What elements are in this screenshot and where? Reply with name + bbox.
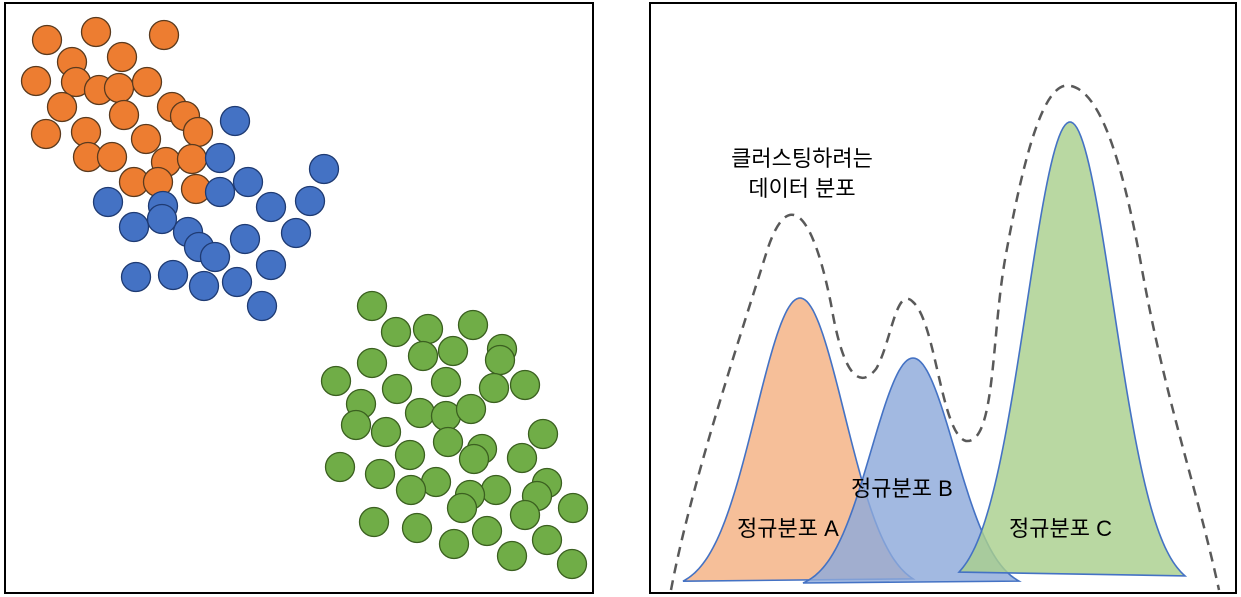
scatter-panel: [4, 2, 594, 594]
cluster-b-point: [92, 186, 124, 218]
cluster-b-point: [294, 185, 326, 217]
cluster-c-point: [437, 335, 469, 367]
cluster-c-point: [407, 340, 439, 372]
cluster-c-point: [509, 499, 541, 531]
cluster-c-point: [404, 397, 436, 429]
cluster-a-point: [131, 66, 163, 98]
cluster-c-point: [458, 443, 490, 475]
cluster-b-point: [118, 211, 150, 243]
cluster-c-point: [381, 373, 413, 405]
cluster-c-point: [358, 506, 390, 538]
cluster-c-point: [401, 512, 433, 544]
cluster-b-point: [199, 241, 231, 273]
cluster-c-point: [340, 409, 372, 441]
cluster-c-point: [412, 313, 444, 345]
cluster-c-point: [395, 474, 427, 506]
distribution-plot: [669, 84, 1221, 591]
cluster-c-point: [557, 492, 589, 524]
normal-curve-c: [957, 121, 1188, 577]
cluster-a-point: [31, 24, 63, 56]
mixture-caption: 클러스팅하려는 데이터 분포: [707, 144, 897, 204]
label-normal-c: 정규분포 C: [1009, 516, 1112, 541]
cluster-a-point: [108, 99, 140, 131]
cluster-c-point: [556, 548, 588, 580]
cluster-a-point: [96, 141, 128, 173]
cluster-c-point: [484, 344, 516, 376]
cluster-b-point: [308, 153, 340, 185]
mixture-envelope-curve: [669, 84, 1221, 591]
cluster-c-point: [527, 418, 559, 450]
cluster-c-point: [432, 426, 464, 458]
cluster-c-point: [394, 439, 426, 471]
caption-line-1: 클러스팅하려는: [731, 146, 873, 171]
cluster-a-point: [106, 41, 138, 73]
cluster-c-point: [531, 524, 563, 556]
cluster-c-point: [506, 442, 538, 474]
cluster-b-point: [146, 203, 178, 235]
cluster-b-point: [246, 290, 278, 322]
cluster-c-point: [320, 365, 352, 397]
cluster-b-point: [120, 261, 152, 293]
cluster-c-point: [380, 316, 412, 348]
cluster-b-point: [219, 105, 251, 137]
cluster-c-point: [455, 393, 487, 425]
cluster-c-point: [471, 515, 503, 547]
cluster-a-point: [130, 123, 162, 155]
cluster-c-point: [446, 492, 478, 524]
scatter-plot: [20, 16, 589, 580]
cluster-c-point: [430, 400, 462, 432]
cluster-b-point: [229, 223, 261, 255]
cluster-c-point: [324, 451, 356, 483]
cluster-b-point: [232, 166, 264, 198]
cluster-b-point: [255, 249, 287, 281]
cluster-c-point: [457, 309, 489, 341]
cluster-a-point: [30, 118, 62, 150]
cluster-c-point: [370, 416, 402, 448]
cluster-a-point: [182, 116, 214, 148]
cluster-b-point: [204, 176, 236, 208]
label-normal-a: 정규분포 A: [737, 516, 839, 541]
cluster-a-point: [148, 19, 180, 51]
caption-line-2: 데이터 분포: [748, 176, 856, 201]
cluster-c-point: [478, 372, 510, 404]
distribution-panel: 클러스팅하려는 데이터 분포 정규분포 A 정규분포 B 정규분포 C: [649, 2, 1237, 594]
cluster-b-point: [157, 259, 189, 291]
cluster-b-point: [204, 142, 236, 174]
cluster-c-point: [509, 369, 541, 401]
cluster-a-point: [176, 143, 208, 175]
cluster-c-point: [356, 290, 388, 322]
cluster-c-point: [430, 366, 462, 398]
cluster-b-point: [221, 266, 253, 298]
cluster-a-point: [46, 91, 78, 123]
cluster-a-point: [103, 72, 135, 104]
cluster-a-point: [80, 16, 112, 48]
cluster-c-point: [356, 347, 388, 379]
cluster-a-point: [20, 65, 52, 97]
cluster-b-point: [280, 217, 312, 249]
cluster-b-point: [188, 270, 220, 302]
cluster-c-point: [496, 540, 528, 572]
cluster-c-point: [480, 474, 512, 506]
cluster-b-point: [255, 191, 287, 223]
label-normal-b: 정규분포 B: [851, 476, 953, 501]
cluster-c-point: [364, 458, 396, 490]
cluster-c-point: [438, 528, 470, 560]
